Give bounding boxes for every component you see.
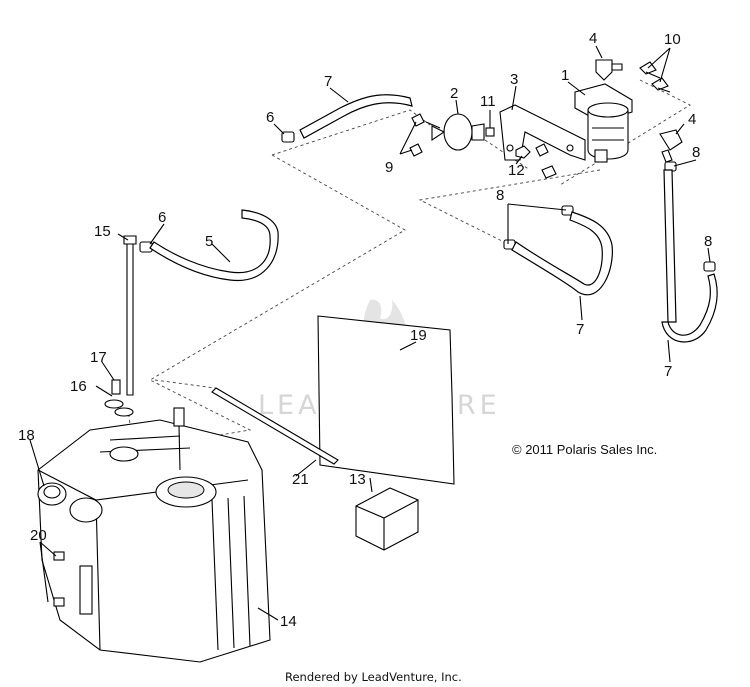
callout-6-left: 6 bbox=[158, 209, 166, 226]
callout-10: 10 bbox=[664, 31, 681, 48]
callout-9: 9 bbox=[385, 159, 393, 176]
callout-8-lower: 8 bbox=[704, 233, 712, 250]
clamp-8-d bbox=[703, 261, 716, 272]
fuel-pump bbox=[425, 113, 485, 151]
pad-19 bbox=[317, 315, 455, 485]
nuts-12 bbox=[515, 143, 557, 179]
callout-1: 1 bbox=[561, 67, 569, 84]
grommets-16 bbox=[104, 399, 134, 417]
elbow-fitting-top bbox=[595, 59, 623, 81]
callout-labels: 1 2 3 4 4 5 6 6 7 7 7 8 8 8 9 10 11 12 1… bbox=[18, 30, 712, 630]
fitting-17 bbox=[111, 379, 121, 395]
callout-13: 13 bbox=[349, 471, 366, 488]
callout-11: 11 bbox=[480, 93, 496, 110]
fuel-tank-14 bbox=[37, 407, 271, 663]
callout-15: 15 bbox=[94, 223, 111, 240]
hose-7-right-upper bbox=[663, 169, 677, 323]
hose-7-top bbox=[299, 94, 413, 139]
callout-20: 20 bbox=[30, 527, 47, 544]
foam-block-13 bbox=[355, 487, 419, 551]
callout-19: 19 bbox=[410, 327, 427, 344]
callout-18: 18 bbox=[18, 427, 35, 444]
callout-7-top: 7 bbox=[324, 73, 332, 90]
clamp-6-top bbox=[281, 131, 295, 143]
callout-5: 5 bbox=[205, 233, 213, 250]
vent-fitting-15 bbox=[123, 235, 137, 396]
callout-16: 16 bbox=[70, 378, 87, 395]
callout-3: 3 bbox=[510, 71, 518, 88]
screws-10 bbox=[639, 61, 671, 93]
callout-2: 2 bbox=[450, 85, 458, 102]
callout-8-right: 8 bbox=[692, 144, 700, 161]
hose-7-middle bbox=[511, 211, 613, 296]
callout-21: 21 bbox=[292, 471, 309, 488]
callout-4-right: 4 bbox=[688, 111, 696, 128]
fuel-filter-canister bbox=[574, 83, 633, 163]
callout-8-middle: 8 bbox=[496, 187, 504, 204]
callout-7-middle: 7 bbox=[576, 321, 584, 338]
callout-12: 12 bbox=[508, 162, 525, 179]
fuel-cap-18 bbox=[37, 482, 103, 523]
elbow-fitting-right bbox=[659, 129, 683, 163]
clamp-8-a bbox=[561, 205, 574, 216]
callout-7-right: 7 bbox=[664, 363, 672, 380]
rendered-by-footer: Rendered by LeadVenture, Inc. bbox=[285, 670, 462, 684]
callout-14: 14 bbox=[280, 613, 297, 630]
hose-7-right-lower bbox=[661, 273, 718, 343]
studs-20 bbox=[53, 551, 93, 615]
copyright-notice: © 2011 Polaris Sales Inc. bbox=[512, 442, 657, 457]
callout-17: 17 bbox=[90, 349, 107, 366]
bolt-11 bbox=[485, 127, 495, 137]
vent-hose-5 bbox=[149, 209, 279, 282]
mounting-bracket bbox=[499, 104, 586, 161]
nuts-9 bbox=[409, 113, 425, 157]
callout-6-top: 6 bbox=[266, 109, 274, 126]
leader-lines bbox=[29, 45, 711, 621]
callout-4-top: 4 bbox=[589, 30, 597, 47]
tube-21 bbox=[211, 387, 339, 465]
